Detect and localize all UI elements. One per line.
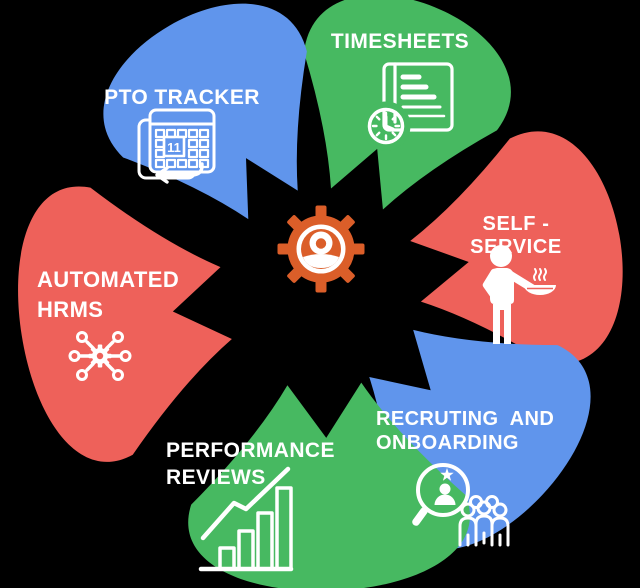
petal-label-timesheets: TIMESHEETS: [315, 30, 485, 54]
calendar-day-box: [162, 135, 186, 158]
label-line: AUTOMATED: [37, 267, 180, 292]
calendar-day-number: 11: [167, 140, 181, 155]
return-arrow-head: [155, 166, 169, 184]
avatar-pupil: [315, 238, 327, 249]
timesheet-document-clock-icon: [362, 62, 454, 151]
label-line: TIMESHEETS: [330, 30, 470, 53]
network-nodes: [68, 331, 132, 381]
timesheet-document: [382, 62, 454, 132]
growth-bar-chart-icon: [198, 466, 294, 572]
timesheet-bars: [400, 74, 446, 118]
label-line: PTO TRACKER: [104, 86, 260, 109]
company-gear-logo: [277, 205, 365, 293]
calendar-return-icon: 11: [137, 108, 216, 184]
petal-label-recruiting: RECRUTING AND ONBOARDING: [376, 407, 566, 455]
bowl: [524, 285, 556, 295]
automation-network-gear-icon: [68, 331, 132, 381]
magnifier-lens: [416, 463, 470, 517]
trend-line: [200, 466, 291, 541]
person-serving-bowl-icon: [482, 245, 556, 344]
magnifier-handle: [412, 507, 428, 526]
person-head: [490, 245, 512, 267]
petal-shape-self-service: [410, 131, 623, 365]
candidate-head: [439, 483, 451, 495]
star-icon: [440, 468, 454, 481]
candidate-shoulders: [434, 494, 456, 505]
people-group: [458, 495, 510, 547]
petal-shape-timesheets: [303, 0, 511, 210]
person-legs: [493, 304, 511, 344]
return-arrow-shaft: [156, 162, 204, 177]
calendar-grid: [154, 128, 210, 169]
petal-shape-hrms: [18, 186, 232, 462]
clock-halo: [362, 101, 411, 151]
label-line: REVIEWS: [166, 466, 266, 489]
petal-label-performance: PERFORMANCE REVIEWS: [166, 437, 356, 491]
clock-ticks: [371, 111, 401, 141]
label-line: HRMS: [37, 297, 104, 322]
petal-label-pto: PTO TRACKER: [96, 86, 268, 110]
label-line: RECRUTING AND: [376, 408, 555, 430]
petal-label-hrms: AUTOMATED HRMS: [37, 265, 227, 325]
candidate-search-people-icon: [412, 463, 510, 547]
avatar-smile: [303, 254, 339, 268]
steam-lines: [533, 268, 547, 281]
person-arm-akimbo: [482, 268, 498, 299]
clock-face: [367, 107, 405, 145]
network-branches: [77, 340, 123, 372]
label-line: ONBOARDING: [376, 432, 519, 454]
label-line: PERFORMANCE: [166, 439, 335, 462]
mini-gear-hole: [96, 352, 104, 360]
clock-hands: [384, 115, 395, 131]
